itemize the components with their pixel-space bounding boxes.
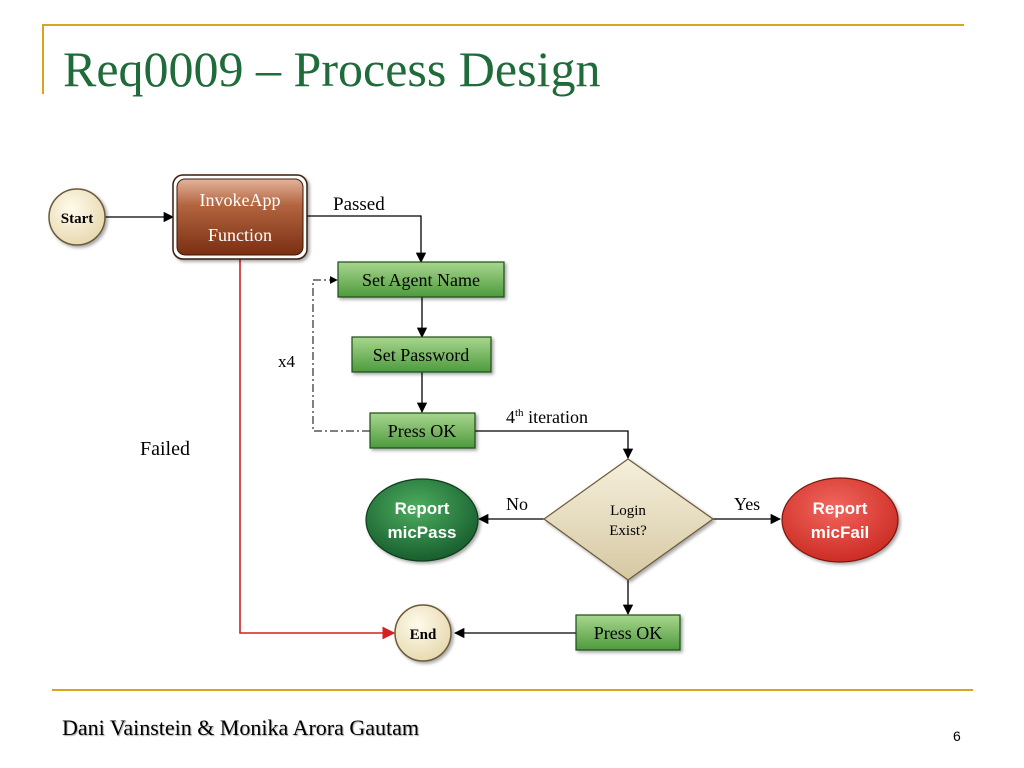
end-node: End bbox=[394, 604, 452, 662]
invoke-app-label-line2: Function bbox=[208, 225, 272, 245]
yes-label: Yes bbox=[734, 494, 760, 514]
top-accent-line bbox=[42, 24, 964, 26]
page-number: 6 bbox=[953, 728, 961, 744]
iteration-arrow bbox=[475, 430, 634, 460]
set-password-node: Set Password bbox=[351, 336, 492, 373]
failed-arrow bbox=[239, 259, 396, 640]
report-fail-label-line1: Report bbox=[813, 499, 868, 518]
bottom-accent-line bbox=[52, 689, 973, 691]
press-ok-node-1: Press OK bbox=[369, 412, 476, 449]
report-fail-label-line2: micFail bbox=[811, 523, 870, 542]
no-label: No bbox=[506, 494, 528, 514]
loop-count-label: x4 bbox=[278, 352, 296, 371]
report-mic-fail-node: Report micFail bbox=[781, 477, 899, 563]
decision-label-line2: Exist? bbox=[609, 523, 647, 539]
set-agent-name-label: Set Agent Name bbox=[362, 270, 480, 290]
loop-back-arrow bbox=[312, 276, 370, 432]
connectors bbox=[105, 211, 782, 640]
left-accent-line bbox=[42, 24, 44, 94]
passed-arrow bbox=[307, 215, 427, 264]
report-mic-pass-node: Report micPass bbox=[365, 478, 479, 562]
passed-label: Passed bbox=[333, 194, 385, 215]
press-ok-node-2: Press OK bbox=[575, 614, 681, 651]
report-pass-label-line2: micPass bbox=[388, 523, 457, 542]
start-label: Start bbox=[61, 211, 94, 227]
failed-label: Failed bbox=[140, 438, 190, 460]
iteration-label: 4th iteration bbox=[506, 407, 588, 427]
invoke-app-label-line1: InvokeApp bbox=[200, 190, 281, 210]
footer-authors: Dani Vainstein & Monika Arora Gautam bbox=[62, 715, 420, 740]
invoke-app-node: InvokeApp Function bbox=[172, 174, 308, 260]
decision-label-line1: Login bbox=[610, 503, 646, 519]
slide-title: Req0009 – Process Design bbox=[63, 41, 601, 97]
press-ok-label-1: Press OK bbox=[388, 421, 457, 441]
set-agent-name-node: Set Agent Name bbox=[337, 261, 505, 298]
login-exist-decision: Login Exist? bbox=[542, 458, 715, 581]
end-label: End bbox=[410, 627, 437, 643]
set-password-label: Set Password bbox=[373, 345, 470, 365]
report-pass-label-line1: Report bbox=[395, 499, 450, 518]
press-ok-label-2: Press OK bbox=[594, 623, 663, 643]
start-node: Start bbox=[48, 188, 106, 246]
